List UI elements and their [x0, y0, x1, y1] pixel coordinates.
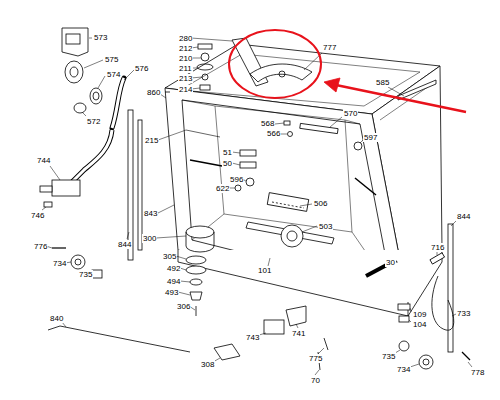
- callout-number: 716: [430, 243, 445, 252]
- callout-number: 573: [93, 33, 108, 42]
- callout-number: 70: [310, 376, 321, 385]
- callout-number: 844: [117, 240, 132, 249]
- callout-number: 101: [257, 266, 272, 275]
- callout-number: 109: [412, 310, 427, 319]
- callout-number: 734: [396, 365, 411, 374]
- callout-number: 844: [456, 212, 471, 221]
- callout-number: 733: [456, 309, 471, 318]
- callout-number: 741: [291, 329, 306, 338]
- callout-number: 570: [343, 109, 358, 118]
- callout-number: 566: [266, 129, 281, 138]
- callout-number: 746: [30, 211, 45, 220]
- callout-number: 596: [229, 175, 244, 184]
- callout-number: 622: [215, 184, 230, 193]
- callout-number: 568: [260, 119, 275, 128]
- callout-number: 211: [178, 64, 193, 73]
- callout-number: 215: [144, 136, 159, 145]
- callout-number: 503: [318, 222, 333, 231]
- callout-number: 575: [104, 55, 119, 64]
- callout-number: 213: [178, 74, 193, 83]
- callout-number: 308: [200, 360, 215, 369]
- callout-number: 840: [49, 314, 64, 323]
- callout-number: 735: [78, 270, 93, 279]
- callout-number: 576: [134, 64, 149, 73]
- callout-number: 492: [166, 264, 181, 273]
- callout-number: 743: [245, 333, 260, 342]
- callout-number: 506: [313, 199, 328, 208]
- callout-number: 214: [178, 85, 193, 94]
- callout-number: 493: [164, 288, 179, 297]
- callout-number: 210: [178, 54, 193, 63]
- callout-number: 574: [106, 70, 121, 79]
- callout-number: 300: [142, 234, 157, 243]
- callout-number: 775: [308, 354, 323, 363]
- callout-number: 597: [363, 133, 378, 142]
- callout-number: 585: [375, 78, 390, 87]
- callout-number: 280: [178, 34, 193, 43]
- callout-number: 734: [52, 259, 67, 268]
- callout-number: 778: [470, 368, 485, 377]
- callout-number: 494: [166, 277, 181, 286]
- callout-number: 572: [86, 117, 101, 126]
- callout-number: 735: [381, 352, 396, 361]
- callout-number: 860: [146, 88, 161, 97]
- callout-number: 306: [176, 302, 191, 311]
- callout-number: 777: [322, 43, 337, 52]
- callout-number: 776: [33, 242, 48, 251]
- callout-number: 744: [36, 156, 51, 165]
- callout-number: 843: [143, 209, 158, 218]
- callout-number: 104: [412, 320, 427, 329]
- callout-number: 51: [222, 148, 233, 157]
- callout-number: 305: [162, 252, 177, 261]
- callout-number: 30: [385, 258, 396, 267]
- callout-number: 50: [222, 159, 233, 168]
- callout-number: 212: [178, 44, 193, 53]
